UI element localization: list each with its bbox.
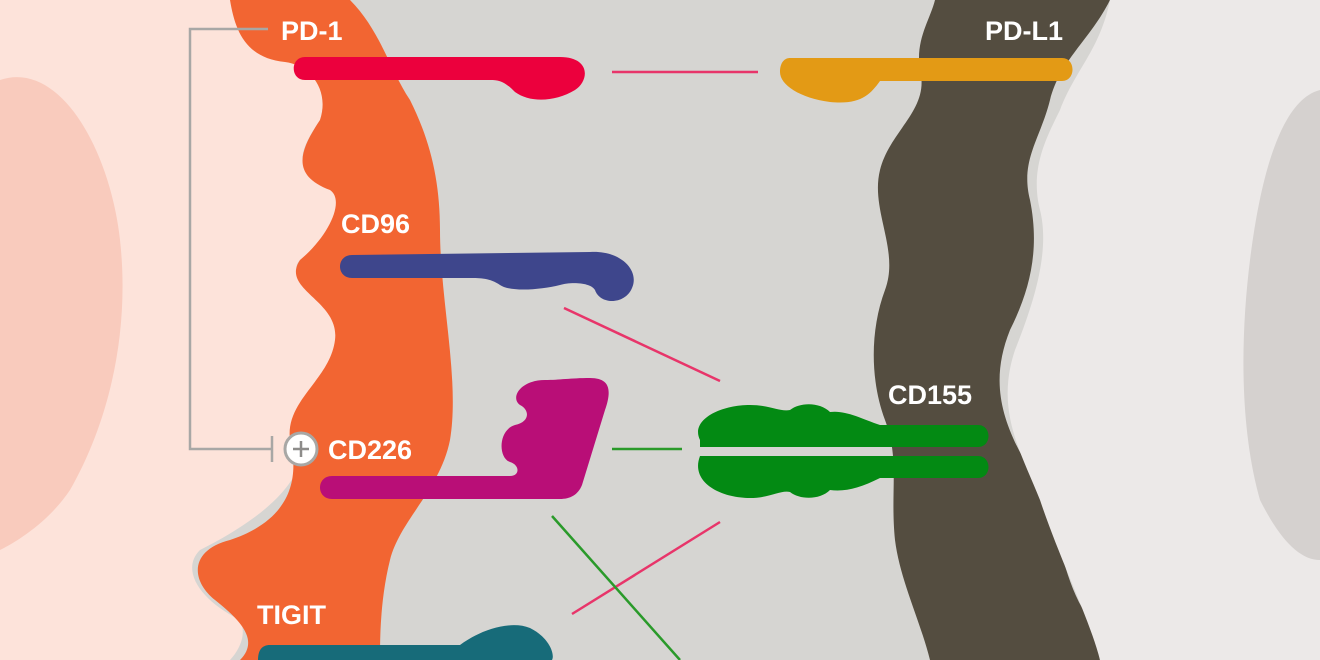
tigit-receptor	[258, 625, 553, 660]
cd155-ligand	[698, 404, 989, 498]
cd96-cd155-line	[563, 306, 721, 383]
inhibition-bracket-icon	[188, 27, 274, 462]
plus-circle-icon	[283, 431, 319, 467]
cd155-label: CD155	[888, 380, 972, 410]
pdl1-label: PD-L1	[985, 16, 1063, 46]
pd1-label: PD-1	[281, 16, 343, 46]
tigit-label: TIGIT	[257, 600, 326, 630]
cd226-label: CD226	[328, 435, 412, 465]
pdl1-ligand	[780, 58, 1073, 103]
cd226-other-line	[551, 515, 681, 660]
t-cell-nucleus	[0, 77, 123, 551]
interaction-lines	[551, 70, 758, 660]
pd1-receptor	[293, 57, 585, 100]
tigit-cd155-line	[571, 520, 721, 616]
cd226-receptor	[320, 378, 609, 499]
apc-cytoplasm	[1007, 0, 1320, 660]
apc-membrane	[873, 0, 1110, 660]
cd96-receptor	[340, 251, 634, 302]
apc-nucleus	[1243, 90, 1320, 560]
cd96-label: CD96	[341, 209, 410, 239]
